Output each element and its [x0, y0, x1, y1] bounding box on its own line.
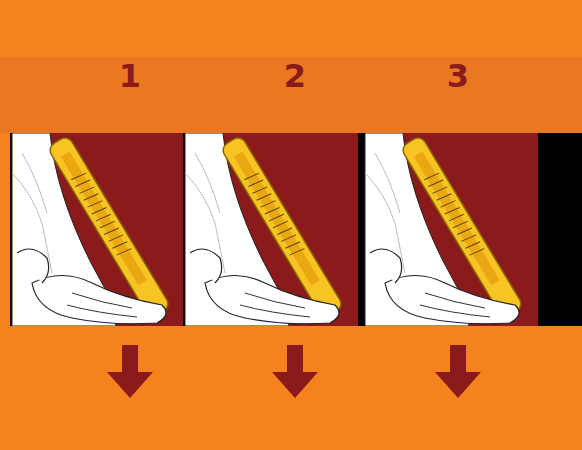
top-band: [0, 0, 582, 57]
callout-number: 3: [428, 60, 488, 92]
straightener-illustration: [12, 133, 171, 326]
callout-number: 1: [100, 60, 160, 92]
number-band: [0, 57, 582, 133]
bottom-band: [0, 326, 582, 450]
film-strip: [10, 133, 582, 326]
down-arrow: [272, 345, 318, 398]
down-arrow: [107, 345, 153, 398]
down-arrow: [435, 345, 481, 398]
straightener-illustration: [185, 133, 344, 326]
straightener-illustration: [365, 133, 524, 326]
callout-number: 2: [265, 60, 325, 92]
